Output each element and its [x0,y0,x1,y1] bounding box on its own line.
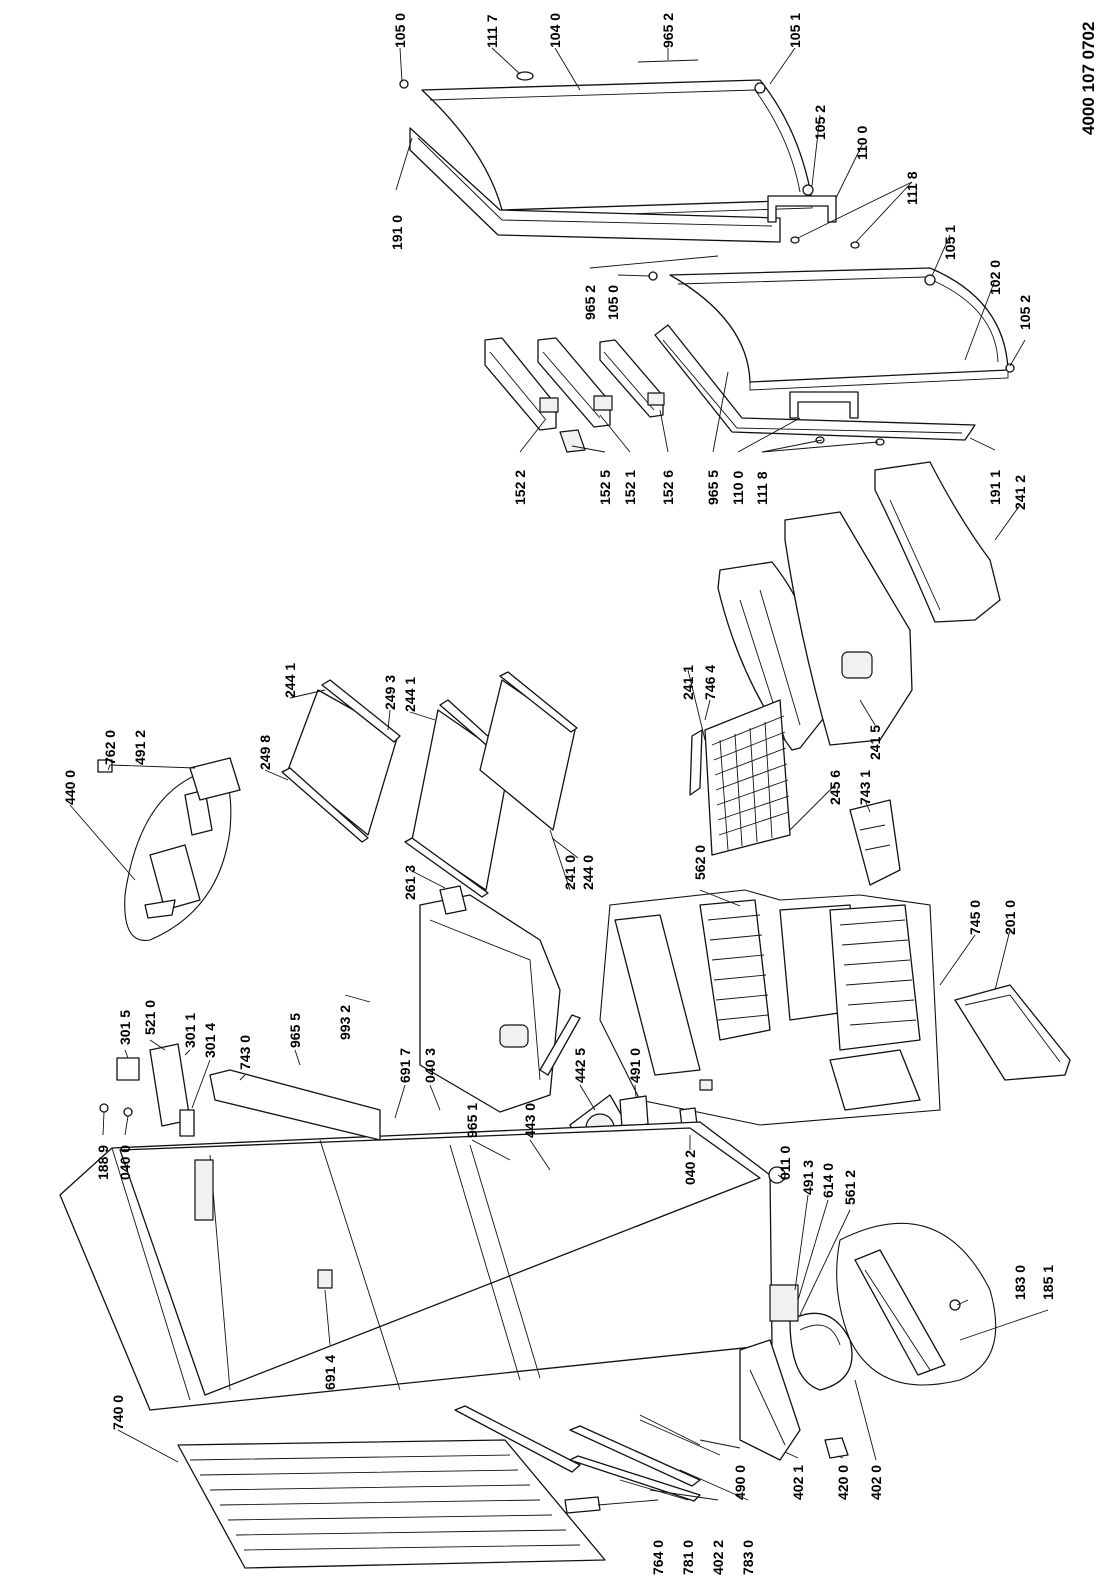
freezer-drawers [717,461,1001,751]
evaporator-group [599,889,941,1126]
compressor-box [739,1339,801,1461]
cabinet [59,1121,773,1411]
part-label: 691 4 [322,1355,338,1390]
part-label-layer: 105 0 111 7 104 0 965 2 105 1 105 2 110 … [62,13,1098,1575]
part-label: 105 1 [942,225,958,260]
part-label: 521 0 [142,1000,158,1035]
part-label: 152 1 [622,470,638,505]
part-label: 783 0 [740,1540,756,1575]
part-label: 762 0 [102,730,118,765]
compressor-plate-group [836,1222,997,1386]
part-label: 105 0 [392,13,408,48]
part-label: 011 0 [777,1146,793,1180]
part-label: 491 3 [800,1160,816,1195]
tubes [454,1405,849,1514]
lower-door [648,267,1015,391]
part-drawings [59,59,1071,1569]
part-label: 191 0 [389,215,405,250]
part-label: 244 1 [402,677,418,712]
compressor [768,1166,853,1391]
part-label: 965 5 [287,1013,303,1048]
upper-hinge [399,59,860,249]
part-label: 491 2 [132,730,148,765]
part-label: 111 8 [904,171,920,205]
part-label: 111 7 [484,14,500,48]
part-label: 110 0 [854,126,870,160]
part-label: 420 0 [835,1465,851,1500]
part-label: 301 5 [117,1010,133,1045]
part-label: 183 0 [1012,1265,1028,1300]
part-label: 111 8 [754,471,770,505]
part-label: 249 8 [257,735,273,770]
part-label: 244 1 [282,663,298,698]
part-label: 201 0 [1002,900,1018,935]
part-label: 245 6 [827,770,843,805]
part-label: 561 2 [842,1170,858,1205]
part-label: 781 0 [680,1540,696,1575]
part-label: 614 0 [820,1163,836,1198]
part-label: 105 1 [787,13,803,48]
upper-door-gasket [409,127,781,243]
part-label: 244 0 [580,855,596,890]
part-label: 105 2 [1017,295,1033,330]
part-label: 965 1 [464,1103,480,1138]
part-label: 105 0 [605,285,621,320]
part-label: 965 2 [582,285,598,320]
part-label: 745 0 [967,900,983,935]
light-assembly [99,1043,381,1141]
part-label: 442 5 [572,1048,588,1083]
part-label: 965 5 [705,470,721,505]
part-label: 261 3 [402,865,418,900]
part-label: 764 0 [650,1540,666,1575]
part-label: 490 0 [732,1465,748,1500]
crisper-drawer [419,885,581,1113]
part-label: 301 1 [182,1013,198,1048]
lower-door-gasket [654,324,976,441]
part-label: 102 0 [987,260,1003,295]
part-label: 743 1 [857,770,873,805]
part-label: 740 0 [110,1395,126,1430]
part-label: 249 3 [382,675,398,710]
document-number: 4000 107 0702 [1079,22,1098,135]
part-label: 104 0 [547,13,563,48]
part-label: 241 0 [562,855,578,890]
thermostat-group [97,757,241,941]
leader-lines [69,47,1049,1506]
part-label: 110 0 [730,471,746,505]
part-label: 301 4 [202,1023,218,1058]
part-label: 191 1 [987,470,1003,505]
air-duct-part [849,799,901,886]
door-balconies [484,337,665,453]
glass-shelves [281,671,578,898]
part-label: 491 0 [627,1048,643,1083]
part-label: 691 7 [397,1048,413,1083]
part-label: 241 1 [680,665,696,700]
part-label: 402 1 [790,1465,806,1500]
part-label: 440 0 [62,770,78,805]
part-label: 241 2 [1012,475,1028,510]
wire-shelf [689,699,791,856]
part-label: 746 4 [702,665,718,700]
part-label: 743 0 [237,1035,253,1070]
part-label: 188 9 [95,1145,111,1180]
part-label: 993 2 [337,1005,353,1040]
part-label: 443 0 [522,1103,538,1138]
lower-hinge [789,391,885,446]
part-label: 040 3 [422,1048,438,1083]
part-label: 402 2 [710,1540,726,1575]
condenser [177,1439,606,1569]
part-label: 040 0 [117,1145,133,1180]
part-label: 105 2 [812,105,828,140]
part-label: 965 2 [660,13,676,48]
part-label: 562 0 [692,845,708,880]
part-label: 040 2 [682,1150,698,1185]
part-label: 241 5 [867,725,883,760]
rear-panel [954,984,1071,1081]
part-label: 185 1 [1040,1265,1056,1300]
part-label: 152 5 [597,470,613,505]
part-label: 402 0 [868,1465,884,1500]
part-label: 152 2 [512,470,528,505]
part-label: 152 6 [660,470,676,505]
